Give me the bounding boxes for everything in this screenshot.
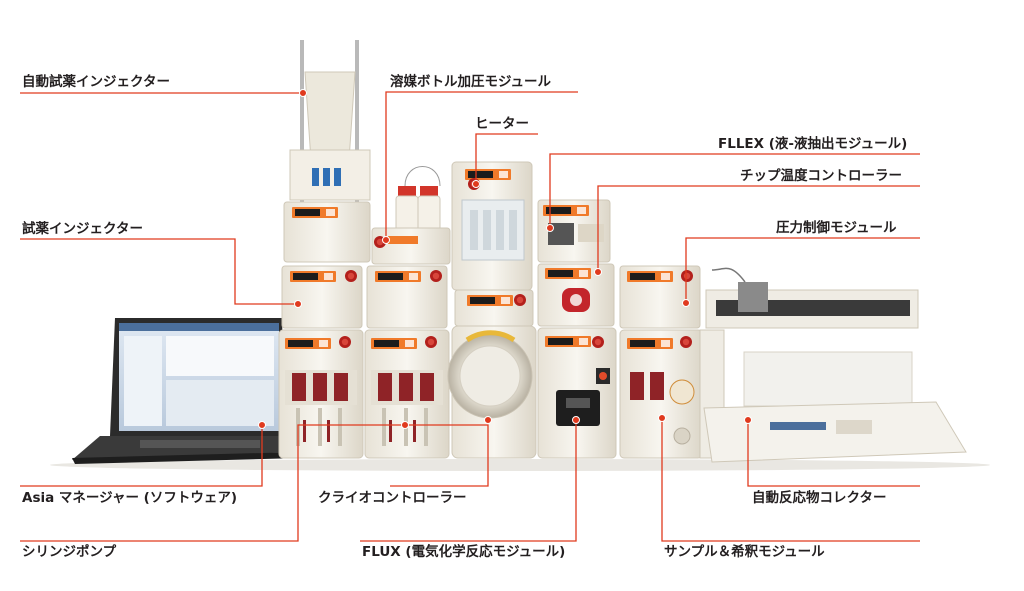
label-auto-reagent-injector: 自動試薬インジェクター [22, 74, 170, 90]
label-asia-manager: Asia マネージャー (ソフトウェア) [22, 490, 238, 506]
solvent-bottle-pressure-module [371, 166, 451, 265]
auto-reaction-collector [699, 267, 967, 463]
syringe-pump-2 [364, 329, 450, 459]
flux-module [537, 327, 617, 459]
leader-lines [20, 89, 920, 542]
label-solvent-bottle-pressure: 溶媒ボトル加圧モジュール [390, 74, 552, 90]
syringe-pump-1 [278, 329, 364, 459]
pressure-control-module [619, 265, 701, 329]
label-syringe-pump: シリンジポンプ [22, 544, 117, 560]
sample-dilution-module [619, 329, 703, 459]
label-auto-collector: 自動反応物コレクター [752, 490, 887, 506]
table-shadow [50, 459, 990, 471]
label-fllex: FLLEX (液-液抽出モジュール) [718, 136, 908, 152]
chip-temperature-controller [537, 263, 615, 327]
label-sample-dilution: サンプル＆希釈モジュール [664, 544, 825, 560]
label-heater: ヒーター [475, 116, 529, 132]
auto-reagent-injector [283, 40, 371, 263]
label-chip-temp-controller: チップ温度コントローラー [740, 168, 902, 184]
laptop [72, 318, 300, 464]
label-cryo-controller: クライオコントローラー [318, 490, 467, 506]
label-flux: FLUX (電気化学反応モジュール) [362, 544, 566, 560]
label-pressure-control: 圧力制御モジュール [776, 220, 897, 236]
heater [451, 161, 534, 327]
cryo-controller [447, 325, 537, 459]
label-reagent-injector: 試薬インジェクター [22, 221, 143, 237]
reagent-injector-modules [281, 265, 448, 329]
